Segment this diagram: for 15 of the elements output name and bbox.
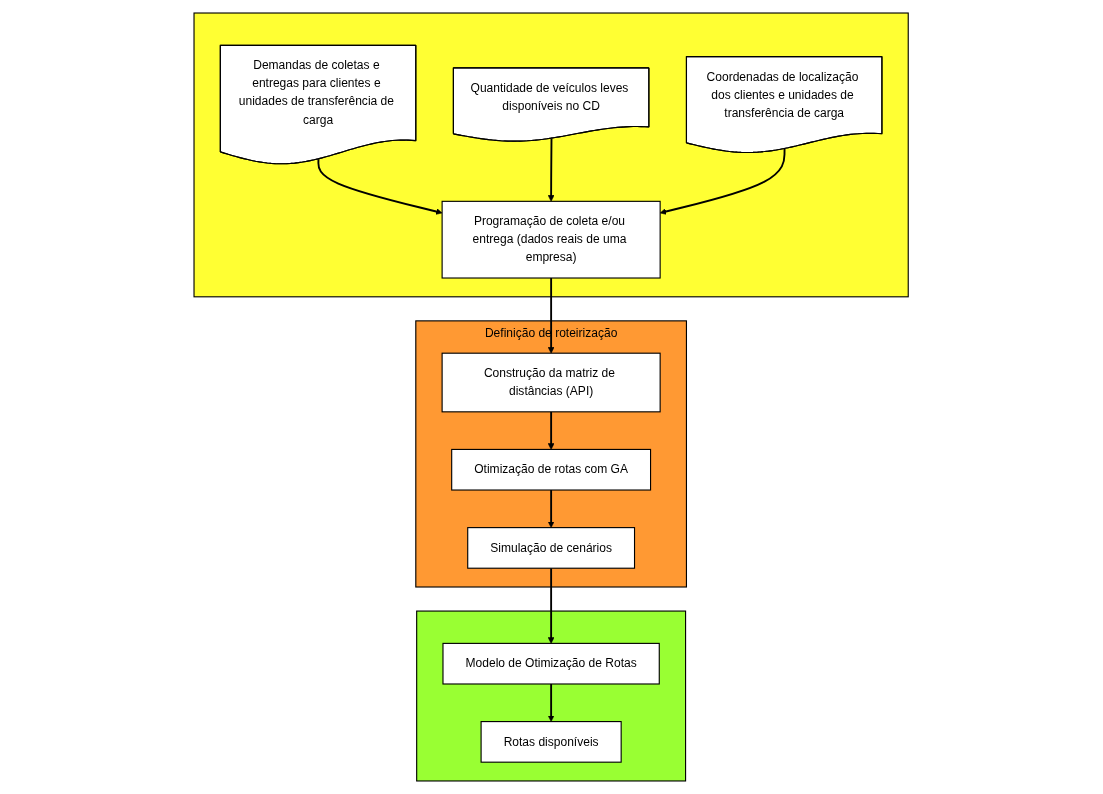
cluster — [416, 610, 687, 782]
arrow — [548, 683, 555, 722]
cluster — [193, 12, 910, 298]
arrow — [548, 567, 555, 644]
node-box: Simulação de cenários — [467, 527, 636, 569]
node-box: Otimização de rotas com GA — [451, 448, 652, 491]
arrow — [317, 158, 443, 215]
node-box: Rotas disponíveis — [480, 721, 623, 763]
arrow — [548, 137, 555, 202]
node-box: Programação de coleta e/ou entrega (dados reais de uma empresa) — [441, 200, 662, 279]
arrow — [548, 489, 555, 528]
arrow — [548, 277, 555, 354]
arrow — [548, 410, 555, 450]
node-box: Modelo de Otimização de Rotas — [442, 642, 661, 685]
node-box: Construção da matriz de distâncias (API) — [441, 352, 662, 413]
